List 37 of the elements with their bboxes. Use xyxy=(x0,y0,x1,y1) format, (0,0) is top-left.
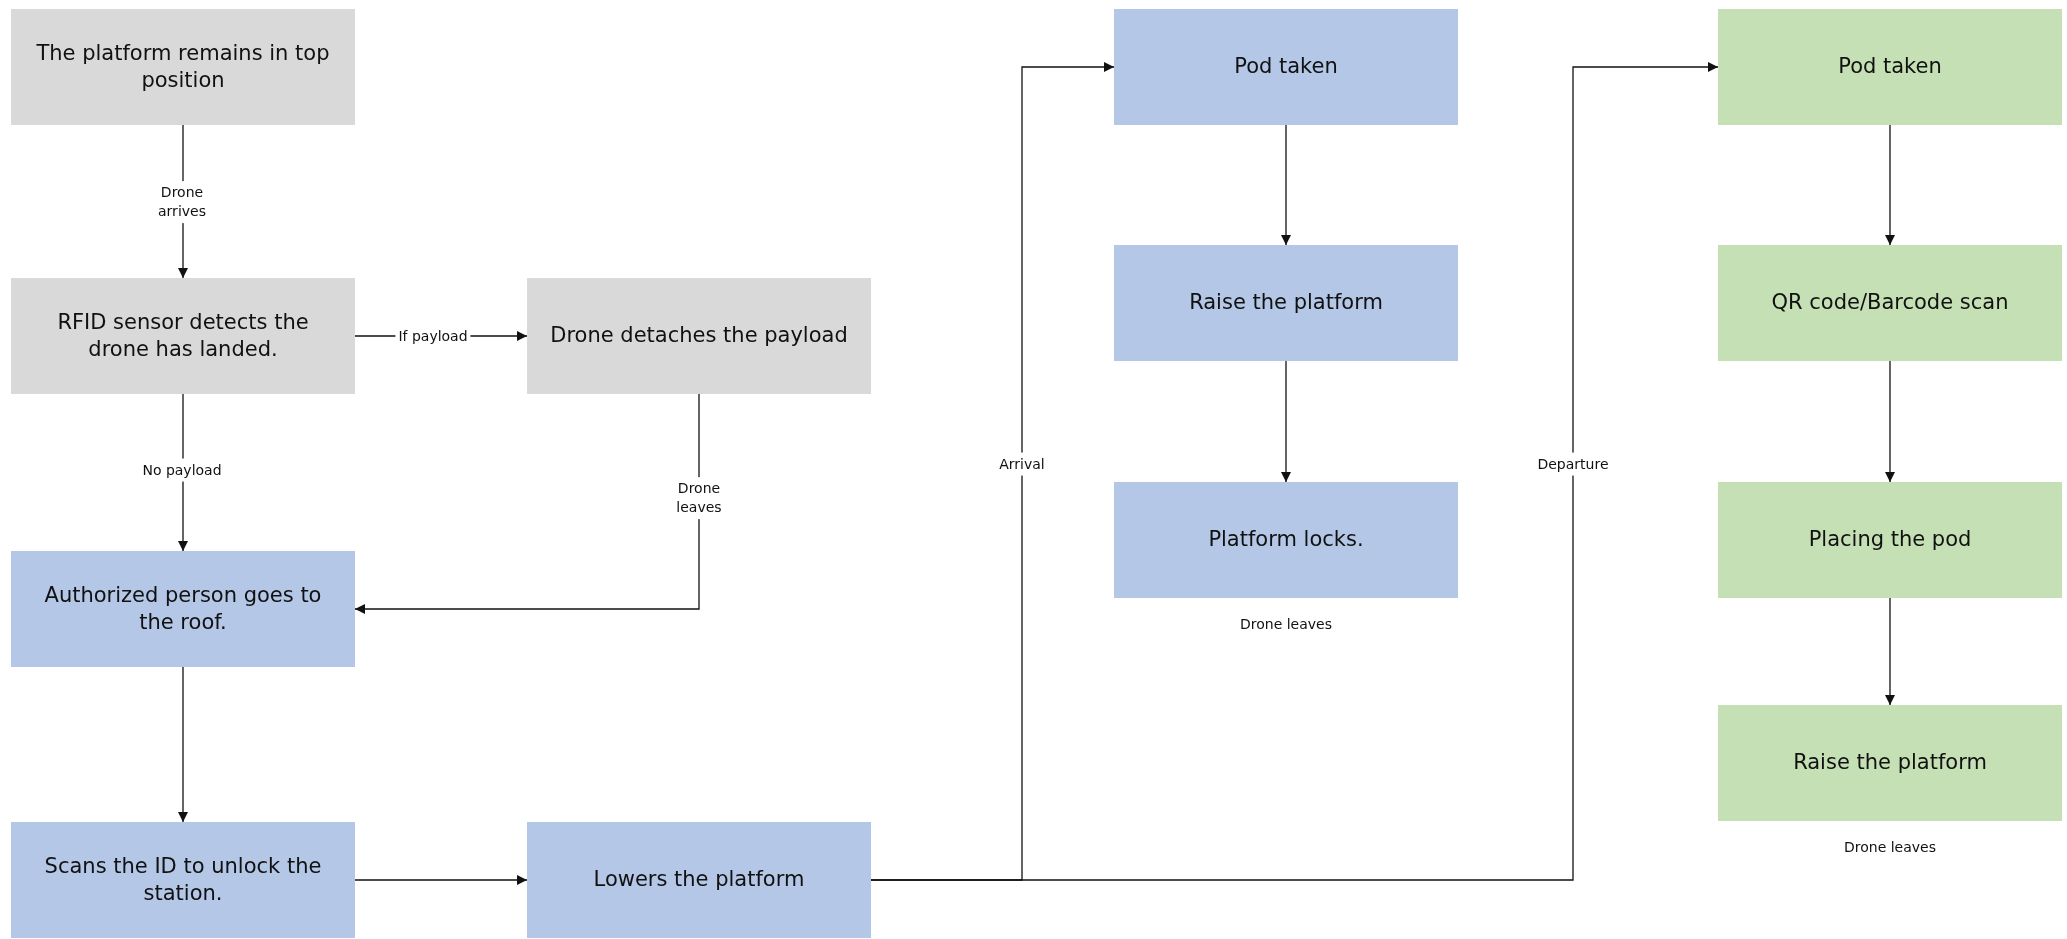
box-text: Platform locks. xyxy=(1208,526,1364,554)
process-box xyxy=(11,9,355,125)
box-text: QR code/Barcode scan xyxy=(1771,289,2009,317)
arrow xyxy=(1885,124,1895,246)
box-text: Pod taken xyxy=(1234,53,1338,81)
arrow xyxy=(870,62,1719,881)
box-text: Authorized person goes to the roof. xyxy=(43,581,323,636)
arrow xyxy=(1885,360,1895,483)
process-box xyxy=(527,278,871,394)
box-text: Raise the platform xyxy=(1793,749,1987,777)
box-text: Scans the ID to unlock the station. xyxy=(43,852,323,907)
box-text: RFID sensor detects the drone has landed. xyxy=(56,308,310,363)
box-text: Placing the pod xyxy=(1808,526,1972,554)
process-box xyxy=(1718,9,2062,125)
box-text: Lowers the platform xyxy=(593,866,805,894)
box-text: Drone detaches the payload xyxy=(550,322,848,350)
arrow xyxy=(1281,360,1291,483)
process-box xyxy=(1718,245,2062,361)
process-box xyxy=(1718,705,2062,821)
process-box xyxy=(1114,245,1458,361)
process-box xyxy=(527,822,871,938)
arrow xyxy=(178,666,188,823)
arrow xyxy=(1281,124,1291,246)
box-text: Raise the platform xyxy=(1189,289,1383,317)
arrow xyxy=(1885,597,1895,706)
process-box xyxy=(11,278,355,394)
box-text: Pod taken xyxy=(1838,53,1942,81)
process-box xyxy=(1718,482,2062,598)
process-box xyxy=(11,822,355,938)
process-box xyxy=(11,551,355,667)
process-box xyxy=(1114,9,1458,125)
arrow xyxy=(354,875,528,885)
process-box xyxy=(1114,482,1458,598)
note-text: Drone leaves xyxy=(1239,616,1333,632)
arrow xyxy=(354,393,700,614)
box-text: The platform remains in top position xyxy=(35,39,331,94)
note-text: Drone leaves xyxy=(1843,839,1937,855)
